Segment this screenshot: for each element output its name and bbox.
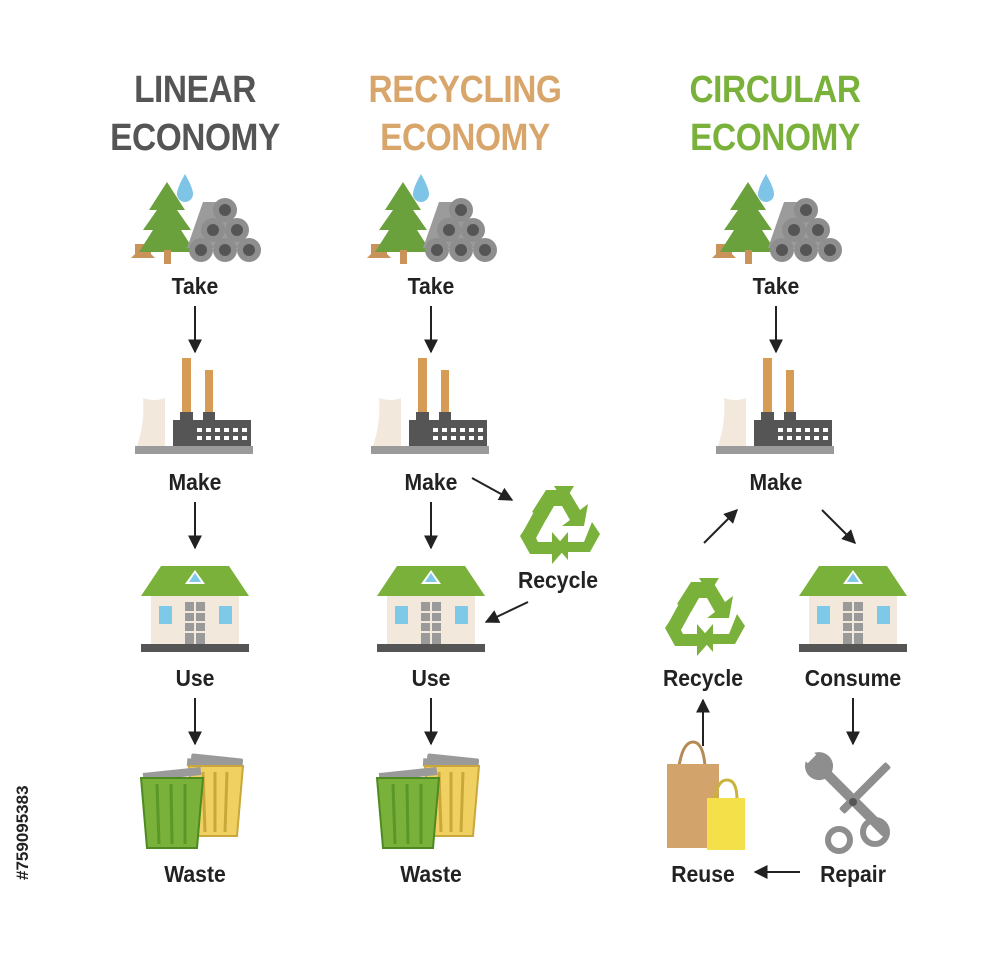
circular-title-line1: CIRCULAR [689, 69, 861, 111]
linear-house-icon [140, 565, 250, 653]
circular-title: CIRCULAR ECONOMY [665, 66, 885, 162]
circular-arrow-recycle-make [703, 509, 738, 544]
linear-make-icon [135, 358, 253, 454]
circular-make-label: Make [749, 469, 803, 495]
recycling-arrow-make-recycle [471, 477, 514, 501]
recycling-make-label: Make [404, 469, 458, 495]
circular-reuse-label: Reuse [671, 861, 735, 887]
circular-take-icon [712, 174, 842, 264]
circular-bags-icon [665, 740, 747, 852]
circular-recycle-icon [665, 578, 745, 656]
recycling-recycle-label: Recycle [517, 567, 599, 593]
recycling-house-icon [376, 565, 486, 653]
recycling-title: RECYCLING ECONOMY [346, 66, 584, 162]
linear-take-label: Take [171, 273, 219, 299]
recycling-recycle-icon [520, 486, 600, 564]
circular-consume-label: Consume [804, 665, 902, 691]
recycling-arrow-recycle-use [484, 601, 529, 623]
linear-title-line1: LINEAR [134, 69, 256, 111]
circular-recycle-label: Recycle [662, 665, 744, 691]
recycling-take-label: Take [407, 273, 455, 299]
linear-use-label: Use [175, 665, 215, 691]
recycling-make-icon [371, 358, 489, 454]
circular-take-label: Take [752, 273, 800, 299]
linear-title-line2: ECONOMY [110, 117, 280, 159]
circular-repair-icon [798, 745, 891, 851]
circular-make-icon [716, 358, 834, 454]
linear-title: LINEAR ECONOMY [85, 66, 305, 162]
linear-take-icon [131, 174, 261, 264]
circular-house-icon [798, 565, 908, 653]
linear-waste-label: Waste [164, 861, 226, 887]
circular-title-line2: ECONOMY [690, 117, 860, 159]
recycling-waste-label: Waste [400, 861, 462, 887]
linear-make-label: Make [168, 469, 222, 495]
recycling-title-line2: ECONOMY [380, 117, 550, 159]
linear-bins-icon [139, 751, 245, 850]
recycling-bins-icon [375, 751, 481, 850]
circular-repair-label: Repair [820, 861, 886, 887]
recycling-use-label: Use [411, 665, 451, 691]
watermark-text: #759095383 [13, 785, 32, 880]
recycling-take-icon [367, 174, 497, 264]
circular-arrow-make-consume [821, 509, 856, 544]
recycling-title-line1: RECYCLING [368, 69, 562, 111]
